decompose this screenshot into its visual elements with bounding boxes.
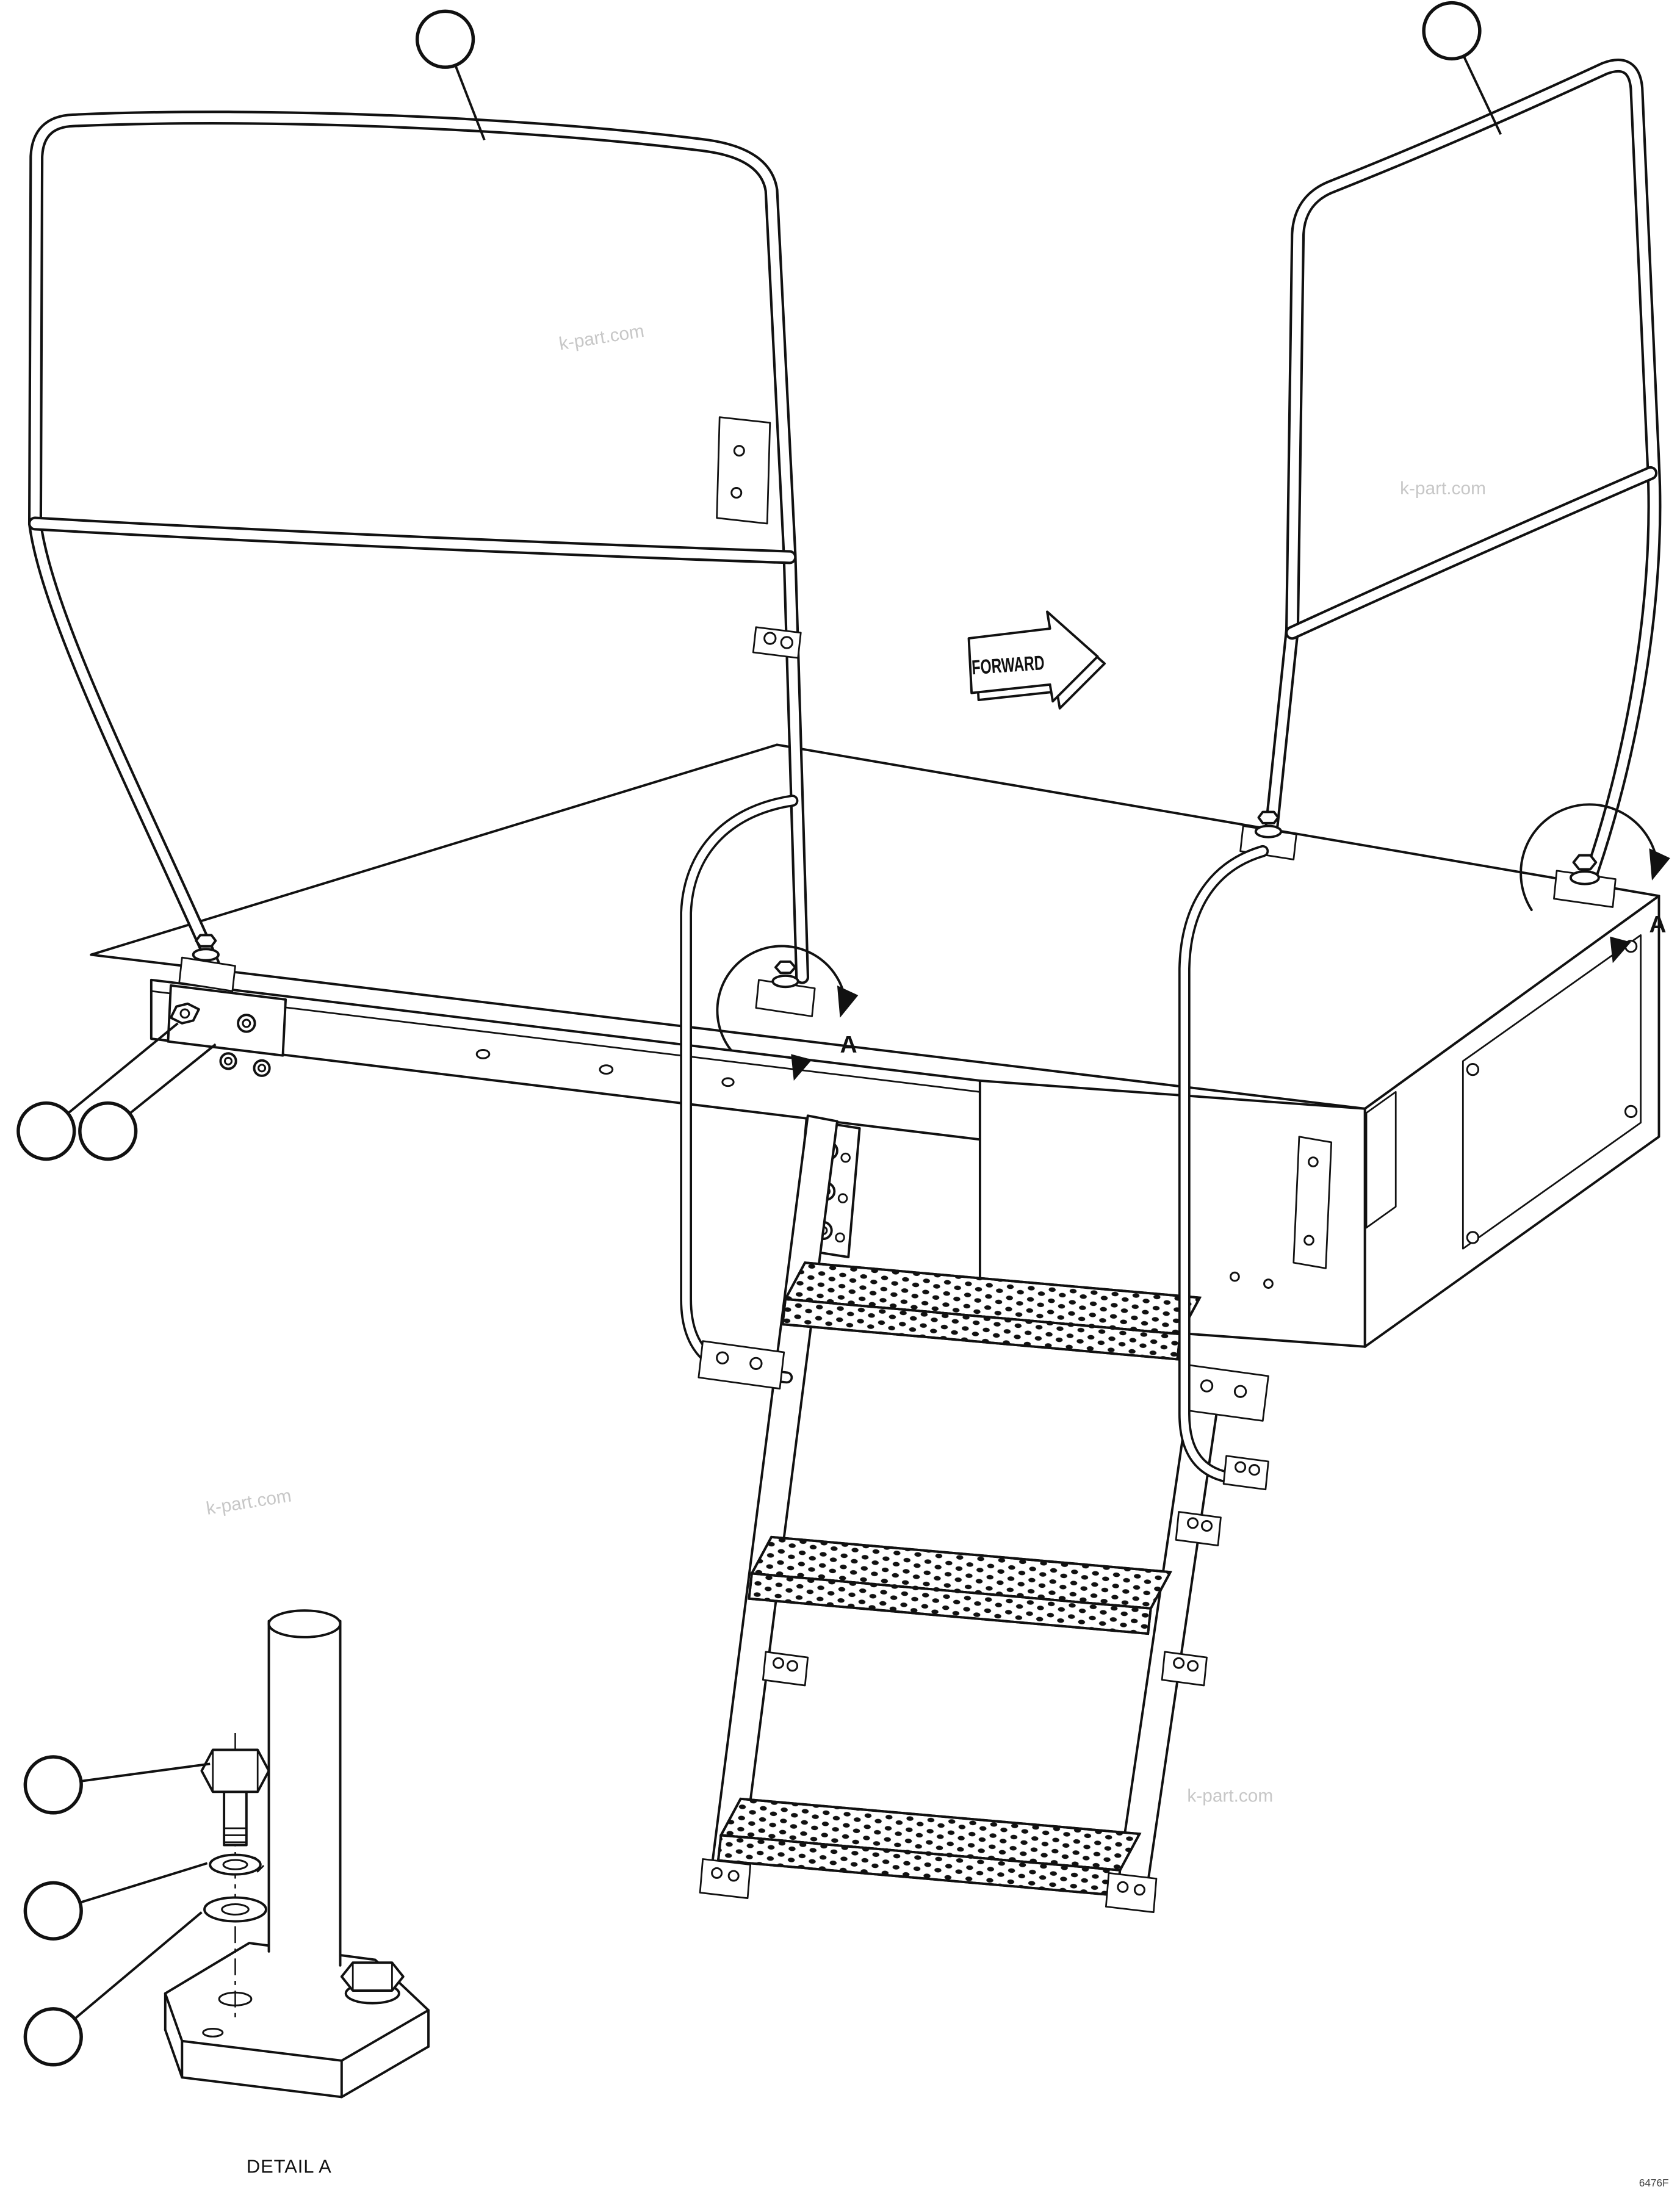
callout-balloon [23,2007,83,2067]
callout-leader [67,1022,179,1114]
view-label-a-left: A [840,1032,857,1058]
callout-balloon [23,1881,83,1941]
handrail-foot-plate [698,1340,785,1390]
arrowhead [1610,936,1631,964]
ladder-tread-3 [716,1797,1142,1897]
front-bracket [1292,1136,1333,1269]
base-clamp-mid [755,961,816,1017]
skirt-hole [475,1049,491,1059]
callout-leader [1462,56,1502,135]
corner-bracket [167,984,287,1077]
plate-hole [202,2027,224,2038]
callout-leader [454,65,486,141]
arrowhead [837,985,859,1018]
left-guardrail [27,110,810,984]
callout-balloon [1422,1,1482,61]
rotation-arrow-left [716,945,859,1081]
forward-arrow: FORWARD [967,610,1106,710]
stringer-clamp [1175,1511,1222,1546]
rail-leg-clamp [752,626,802,659]
front-skirt [150,978,981,1141]
callout-leader [81,1762,211,1782]
panel-bolt [1624,1105,1638,1119]
callout-leader [79,1862,208,1904]
forward-label: FORWARD [971,652,1045,679]
lock-washer [209,1853,264,1876]
base-clamp-left-corner [178,934,236,992]
ladder-tread-2 [748,1535,1173,1635]
rail-base-clamps [178,810,1617,1017]
watermark-text: k-part.com [1187,1786,1273,1806]
detail-a [164,1609,430,2099]
ladder [699,1114,1269,1913]
callout-leader [129,1043,217,1115]
installed-bolt [340,1961,405,2005]
ladder-foot-left [699,1858,752,1900]
ladder-handrail-right [1178,845,1269,1491]
watermark-text: k-part.com [1400,478,1486,499]
handrail-end-clamp [1222,1455,1269,1491]
ladder-foot-right [1105,1872,1158,1913]
arrowhead [1649,848,1670,881]
rail-mount-plate [716,416,771,525]
flat-washer [203,1896,267,1923]
watermark-text: k-part.com [558,321,646,355]
callout-balloon [415,9,475,69]
ladder-stringer-left [710,1114,838,1879]
stringer-clamp [1161,1651,1208,1687]
base-clamp-right [1553,854,1617,908]
callouts-group [16,1,1502,2067]
side-panel [1462,934,1642,1250]
rotation-arrow-right [1520,803,1670,964]
platform [90,743,1660,1348]
ladder-handrail-left [680,795,799,1390]
front-hole [1230,1271,1240,1282]
right-guardrail [1264,59,1662,892]
detail-post [267,1609,342,1967]
skirt-hole [721,1077,735,1087]
panel-bolt [1466,1231,1480,1244]
corner-strip [1365,1090,1397,1229]
callout-balloon [16,1101,76,1161]
base-clamp-rear [1239,810,1297,860]
forward-arrow-body [967,610,1099,703]
ladder-stringer-right [1116,1377,1222,1893]
ladder-tread-1 [781,1261,1202,1361]
callout-balloon [23,1755,83,1815]
stringer-clamp [762,1651,809,1687]
doc-code: 6476F [1639,2177,1669,2189]
front-hole [1263,1278,1274,1289]
skirt-hole [599,1064,614,1075]
view-label-a-right: A [1649,912,1666,938]
arrowhead [791,1054,812,1081]
callout-leader [74,1911,203,2020]
under-box [978,895,1660,1348]
watermark-text: k-part.com [205,1485,293,1519]
panel-bolt [1466,1062,1480,1076]
hex-bolt [200,1748,270,1847]
detail-a-caption: DETAIL A [247,2155,332,2177]
callout-balloon [78,1101,138,1161]
stringer-top-bracket [1180,1364,1269,1422]
